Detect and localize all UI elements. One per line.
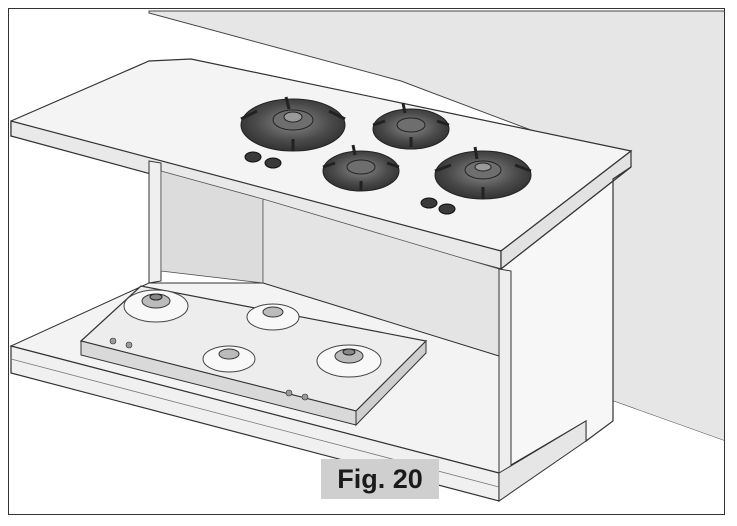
cabinet-right-front <box>498 268 512 478</box>
hob-plate-side <box>355 339 427 427</box>
installation-illustration <box>9 10 724 514</box>
floor <box>9 361 724 514</box>
hob-knob-holes <box>109 337 309 401</box>
hob-burner-front-left <box>202 345 256 373</box>
installed-burner-back-left <box>240 96 346 152</box>
figure-frame: Fig. 20 <box>8 8 725 515</box>
cabinet-plinth-side <box>498 420 587 502</box>
cabinet-left-panel <box>148 160 162 284</box>
hob-burner-back-right <box>246 303 300 331</box>
installed-burner-front-middle <box>322 144 400 192</box>
hob-burner-back-left <box>123 289 189 323</box>
control-knobs-right <box>420 197 456 215</box>
installed-burner-back-right <box>372 102 450 150</box>
cabinet-right-side <box>500 166 632 473</box>
figure-label: Fig. 20 <box>321 459 439 499</box>
installed-burner-front-right <box>434 146 532 200</box>
hob-burner-front-right <box>316 344 382 378</box>
control-knobs-left <box>244 151 282 169</box>
